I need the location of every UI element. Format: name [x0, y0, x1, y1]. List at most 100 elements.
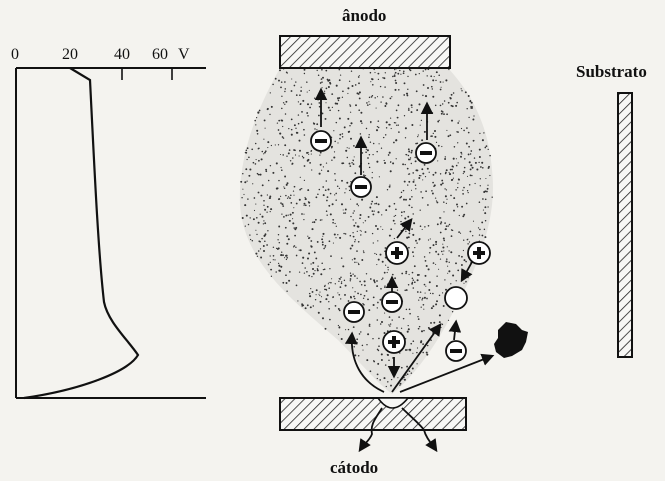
- plasma-dot: [336, 85, 338, 87]
- plasma-dot: [406, 309, 408, 311]
- plasma-dot: [268, 264, 270, 266]
- plasma-dot: [307, 159, 309, 161]
- plasma-dot: [309, 295, 311, 297]
- plasma-dot: [432, 174, 434, 176]
- plasma-dot: [463, 173, 464, 174]
- plasma-dot: [458, 179, 460, 181]
- plasma-dot: [359, 333, 361, 335]
- plasma-dot: [363, 252, 364, 253]
- plasma-dot: [425, 176, 426, 177]
- plasma-dot: [334, 151, 335, 152]
- plasma-dot: [446, 199, 447, 200]
- plasma-dot: [320, 82, 322, 84]
- plasma-dot: [388, 205, 390, 207]
- plasma-dot: [374, 97, 375, 98]
- plasma-dot: [426, 354, 428, 356]
- plasma-dot: [359, 91, 361, 93]
- plasma-dot: [463, 250, 464, 251]
- plasma-dot: [453, 210, 455, 212]
- plasma-dot: [412, 367, 414, 369]
- plasma-dot: [405, 229, 407, 231]
- plasma-dot: [426, 298, 428, 300]
- plasma-dot: [456, 280, 457, 281]
- plasma-dot: [311, 169, 312, 170]
- plasma-dot: [373, 143, 375, 145]
- plasma-dot: [435, 172, 437, 174]
- plasma-dot: [363, 298, 364, 299]
- plasma-dot: [435, 80, 436, 81]
- plasma-dot: [468, 146, 470, 148]
- plasma-dot: [354, 156, 355, 157]
- plasma-dot: [466, 143, 468, 145]
- plasma-dot: [282, 282, 284, 284]
- plasma-dot: [314, 97, 315, 98]
- plasma-dot: [467, 176, 468, 177]
- plasma-dot: [349, 81, 350, 82]
- plasma-dot: [352, 274, 353, 275]
- plasma-dot: [370, 278, 372, 280]
- plasma-dot: [381, 353, 383, 355]
- plasma-dot: [461, 88, 462, 89]
- plasma-dot: [456, 102, 458, 104]
- plasma-dot: [428, 239, 429, 240]
- plasma-dot: [252, 183, 253, 184]
- plasma-dot: [352, 259, 353, 260]
- plasma-dot: [331, 146, 333, 148]
- plasma-dot: [322, 317, 324, 319]
- plasma-dot: [417, 316, 418, 317]
- plasma-dot: [482, 198, 484, 200]
- plasma-dot: [370, 72, 372, 74]
- plasma-dot: [464, 167, 466, 169]
- plasma-dot: [365, 231, 367, 233]
- plasma-dot: [384, 86, 385, 87]
- plasma-dot: [423, 330, 425, 332]
- plasma-dot: [470, 100, 471, 101]
- plasma-dot: [263, 200, 265, 202]
- plasma-dot: [373, 279, 375, 281]
- plasma-dot: [444, 222, 446, 224]
- plasma-dot: [318, 312, 320, 314]
- plasma-dot: [363, 171, 364, 172]
- plasma-dot: [369, 325, 370, 326]
- plasma-dot: [337, 292, 338, 293]
- plasma-dot: [407, 331, 409, 333]
- plasma-dot: [360, 120, 362, 122]
- plasma-dot: [317, 99, 319, 101]
- plasma-dot: [302, 262, 304, 264]
- plasma-dot: [392, 76, 393, 77]
- plasma-dot: [311, 154, 312, 155]
- plasma-dot: [267, 230, 268, 231]
- plasma-dot: [455, 189, 456, 190]
- plasma-dot: [259, 241, 261, 243]
- plasma-dot: [437, 121, 439, 123]
- plasma-dot: [393, 220, 395, 222]
- plasma-dot: [372, 172, 373, 173]
- plasma-dot: [397, 73, 399, 75]
- plasma-dot: [349, 148, 350, 149]
- plasma-dot: [406, 93, 408, 95]
- plasma-dot: [332, 219, 333, 220]
- plasma-dot: [400, 221, 401, 222]
- plasma-dot: [324, 91, 325, 92]
- plasma-dot: [351, 70, 352, 71]
- plasma-dot: [395, 122, 396, 123]
- plasma-dot: [360, 234, 361, 235]
- plasma-dot: [318, 102, 320, 104]
- plasma-dot: [408, 151, 410, 153]
- plasma-dot: [377, 126, 378, 127]
- plasma-dot: [469, 184, 471, 186]
- plasma-dot: [426, 352, 428, 354]
- plasma-dot: [296, 255, 298, 257]
- plasma-dot: [450, 97, 452, 99]
- plasma-dot: [408, 108, 409, 109]
- plasma-dot: [441, 113, 443, 115]
- plasma-dot: [424, 164, 426, 166]
- plasma-dot: [273, 247, 274, 248]
- plasma-dot: [348, 131, 350, 133]
- plasma-dot: [419, 175, 420, 176]
- plasma-dot: [300, 177, 301, 178]
- plasma-dot: [435, 105, 436, 106]
- plasma-dot: [450, 251, 452, 253]
- plasma-dot: [485, 178, 486, 179]
- plasma-dot: [407, 89, 408, 90]
